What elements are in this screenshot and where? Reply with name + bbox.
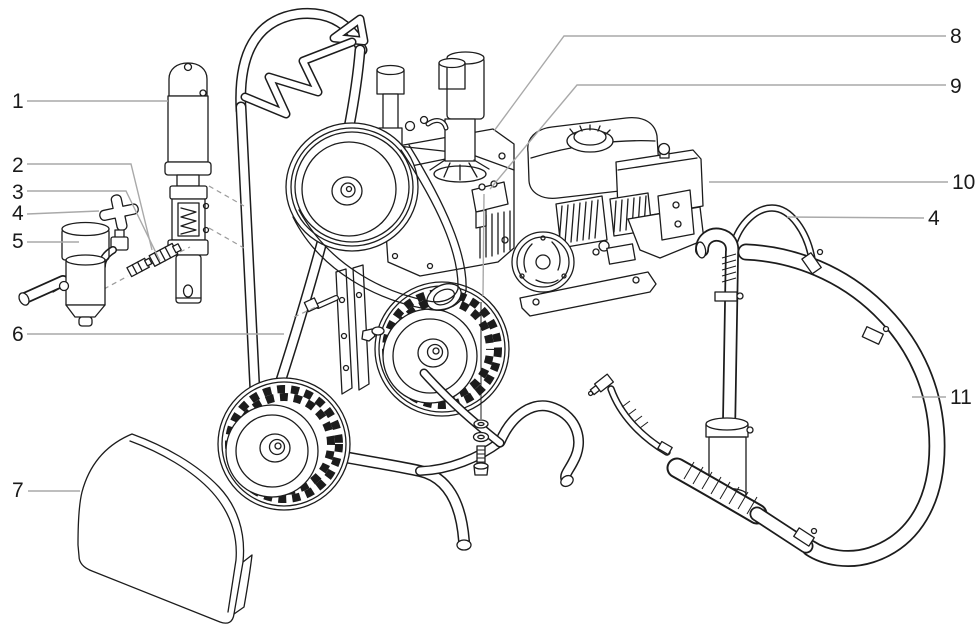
- engine-drawing: [511, 117, 705, 317]
- callout-10: 10: [952, 171, 976, 194]
- callout-4-hose: 4: [928, 207, 940, 230]
- belt-guard-drawing: [77, 433, 253, 624]
- callout-7: 7: [12, 479, 24, 502]
- callout-11: 11: [950, 386, 972, 409]
- left-wheel-drawing: [217, 377, 351, 511]
- fluid-pump-assembly-drawing: [164, 62, 245, 304]
- callout-4: 4: [12, 202, 24, 225]
- callout-3: 3: [12, 181, 24, 204]
- callout-1: 1: [12, 90, 24, 113]
- oiler-cup-assembly-drawing: [18, 221, 110, 327]
- inlet-fittings-drawing: [103, 242, 191, 290]
- callout-6: 6: [12, 323, 24, 346]
- callout-leader-lines: [26, 35, 948, 492]
- callout-9: 9: [950, 75, 962, 98]
- callout-8: 8: [950, 25, 962, 48]
- pump-mount-bracket-drawing: [293, 264, 505, 476]
- callout-2: 2: [12, 154, 24, 177]
- right-wheel-drawing: [374, 281, 510, 417]
- suction-hose-assembly-drawing: [587, 204, 946, 568]
- callout-5: 5: [12, 230, 24, 253]
